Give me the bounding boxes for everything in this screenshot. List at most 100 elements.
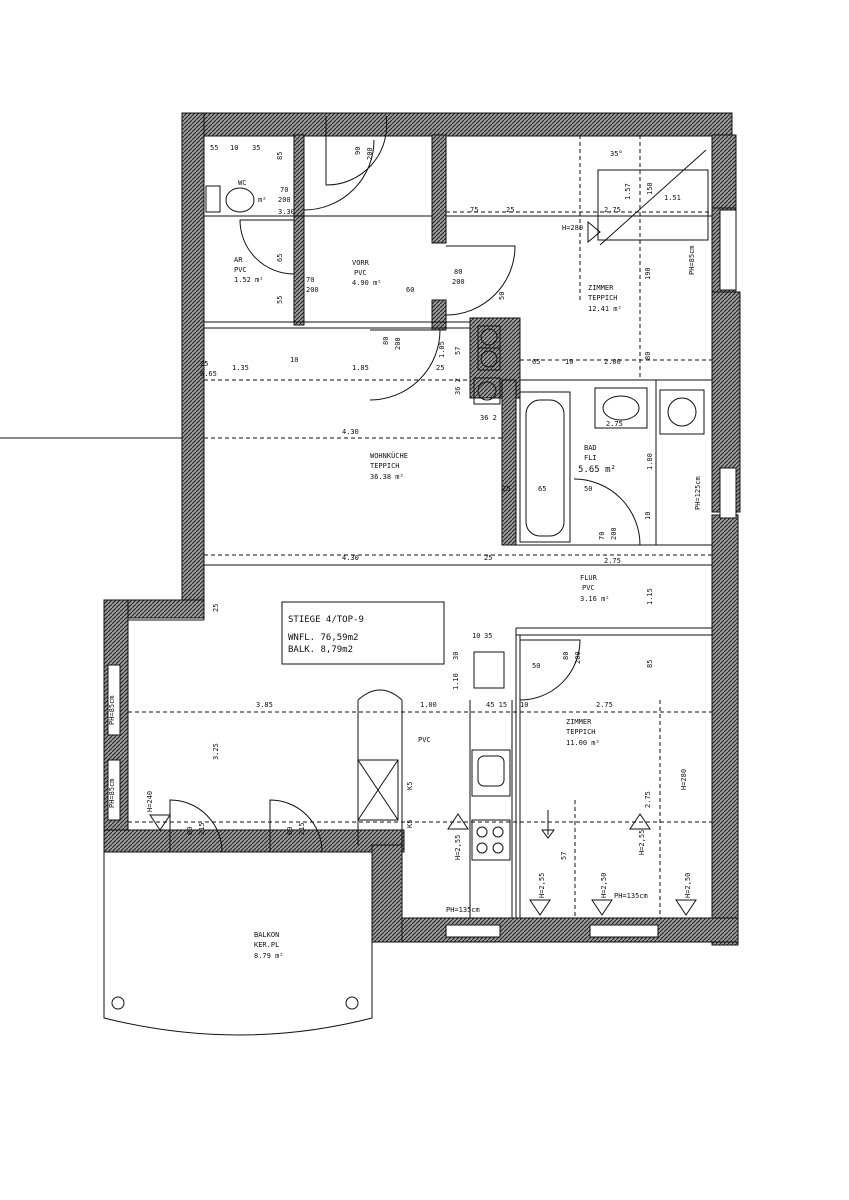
dim-label: 1.57 — [624, 183, 632, 200]
room-balkon-area: 8.79 m² — [254, 952, 284, 960]
balcony — [103, 852, 373, 1036]
shaft — [473, 651, 505, 689]
stub-wall-1 — [371, 844, 403, 943]
wc-bowl — [205, 185, 221, 213]
room-labels: WC m² AR PVC 1.52 m² VORR PVC 4.90 m² ZI… — [234, 179, 622, 960]
dim-label: 200 — [306, 286, 319, 294]
dim-label: 10 — [472, 632, 480, 640]
wc-seat — [225, 187, 255, 213]
room-wohnkueche-name: WOHNKÜCHE — [370, 451, 408, 460]
balcony-drain-1 — [111, 996, 125, 1010]
fuse-box-2 — [477, 347, 501, 371]
dim-label: 25 — [212, 604, 220, 612]
dim-label: 1.35 — [232, 364, 249, 372]
dim-label: 35 — [484, 632, 492, 640]
door-ar — [239, 219, 295, 275]
dim-label: PH=135cm — [614, 892, 648, 900]
partitions — [128, 207, 736, 918]
living-area-label: WNFL. 76,59m2 — [288, 633, 358, 643]
dim-label: 45 15 — [486, 701, 507, 709]
dim-label: 215 — [298, 822, 306, 835]
washbasin — [594, 387, 648, 429]
bathtub-inner — [525, 399, 565, 537]
room-zimmer1-area: 12.41 m² — [588, 305, 622, 313]
dim-label: K5 — [406, 782, 414, 790]
dim-label: 50 — [532, 662, 540, 670]
wc-wall — [293, 134, 305, 326]
dim-label: 3.30 — [278, 208, 295, 216]
dim-label: H=280 — [680, 769, 688, 790]
dim-label: 35° — [610, 150, 623, 158]
dim-label: H=2,55 — [538, 873, 546, 898]
room-balkon-floor: KER.PL — [254, 941, 279, 949]
dim-label: 10 — [290, 356, 298, 364]
dim-label: H=240 — [146, 791, 154, 812]
dim-label: 80 — [186, 827, 194, 835]
dim-label: 2.75 — [604, 557, 621, 565]
dim-label: H=2,55 — [454, 835, 462, 860]
balcony-drain-2 — [345, 996, 359, 1010]
dim-label: K5 — [406, 820, 414, 828]
dim-label: 70 — [306, 276, 314, 284]
room-zimmer1-floor: TEPPICH — [588, 294, 618, 302]
dim-label: 200 — [278, 196, 291, 204]
dim-label: 80 — [382, 337, 390, 345]
bottom-wall-left — [103, 829, 405, 853]
bottom-wall-right — [371, 917, 739, 943]
dim-label: 150 — [646, 182, 654, 195]
room-flur-name: FLUR — [580, 574, 598, 582]
dim-label: PH=85cm — [108, 695, 116, 725]
project-label: STIEGE 4/TOP-9 — [288, 615, 364, 625]
dim-label: 1.10 — [452, 673, 460, 690]
room-wohnkueche-area: 36.38 m² — [370, 473, 404, 481]
room-bad-name: BAD — [584, 444, 597, 452]
dim-label: 65 — [276, 254, 284, 262]
dim-label: H=2,50 — [684, 873, 692, 898]
dim-label: 10 — [230, 144, 238, 152]
dim-label: 80 — [562, 652, 570, 660]
bad-outer-left — [501, 379, 517, 546]
dimension-labels: 55 10 35 85 70 200 3.30 90 200 75 25 2.7… — [108, 144, 702, 914]
meter-box — [473, 377, 501, 405]
door-zimmer2 — [519, 639, 581, 701]
dim-label: 55 — [210, 144, 218, 152]
dim-label: 10 — [644, 512, 652, 520]
dim-label: 30 — [452, 652, 460, 660]
room-zimmer2-area: 11.00 m² — [566, 739, 600, 747]
dim-label: 80 — [644, 352, 652, 360]
dim-label: PH=125cm — [694, 476, 702, 510]
wall-vorr-zimmer — [431, 134, 447, 244]
dim-label: 6.65 — [200, 370, 217, 378]
room-wohnkueche-floor: TEPPICH — [370, 462, 400, 470]
room-pvc-name: PVC — [418, 736, 431, 744]
balcony-outline — [103, 852, 373, 1036]
dim-label: 60 — [406, 286, 414, 294]
room-bad-floor: FLI — [584, 454, 597, 462]
room-wc-area: m² — [258, 196, 266, 204]
dim-label: 25 — [502, 485, 510, 493]
dim-label: PH=85cm — [688, 245, 696, 275]
stove — [471, 819, 511, 861]
balcony-area-label: BALK. 8,79m2 — [288, 645, 353, 655]
dim-label: 85 — [646, 660, 654, 668]
dim-label: 190 — [644, 267, 652, 280]
dim-label: 85 — [276, 152, 284, 160]
dim-label: 25 — [200, 360, 208, 368]
dim-label: 1.80 — [646, 453, 654, 470]
door-bad — [573, 478, 641, 546]
room-zimmer2-floor: TEPPICH — [566, 728, 596, 736]
room-ar-floor: PVC — [234, 266, 247, 274]
dim-label: 4.30 — [342, 428, 359, 436]
right-wall-lower — [711, 514, 739, 946]
dim-label: 50 — [584, 485, 592, 493]
door-vorr-wohn — [369, 329, 441, 401]
dim-label: 1.00 — [420, 701, 437, 709]
doors — [169, 115, 641, 853]
dim-label: 57 — [560, 852, 568, 860]
sink-bowl — [477, 755, 505, 787]
dim-label: 10 — [520, 701, 528, 709]
dim-label: 36 2 — [480, 414, 497, 422]
dim-label: H=280 — [562, 224, 583, 232]
dim-label: 70 — [280, 186, 288, 194]
room-balkon-name: BALKON — [254, 931, 279, 939]
